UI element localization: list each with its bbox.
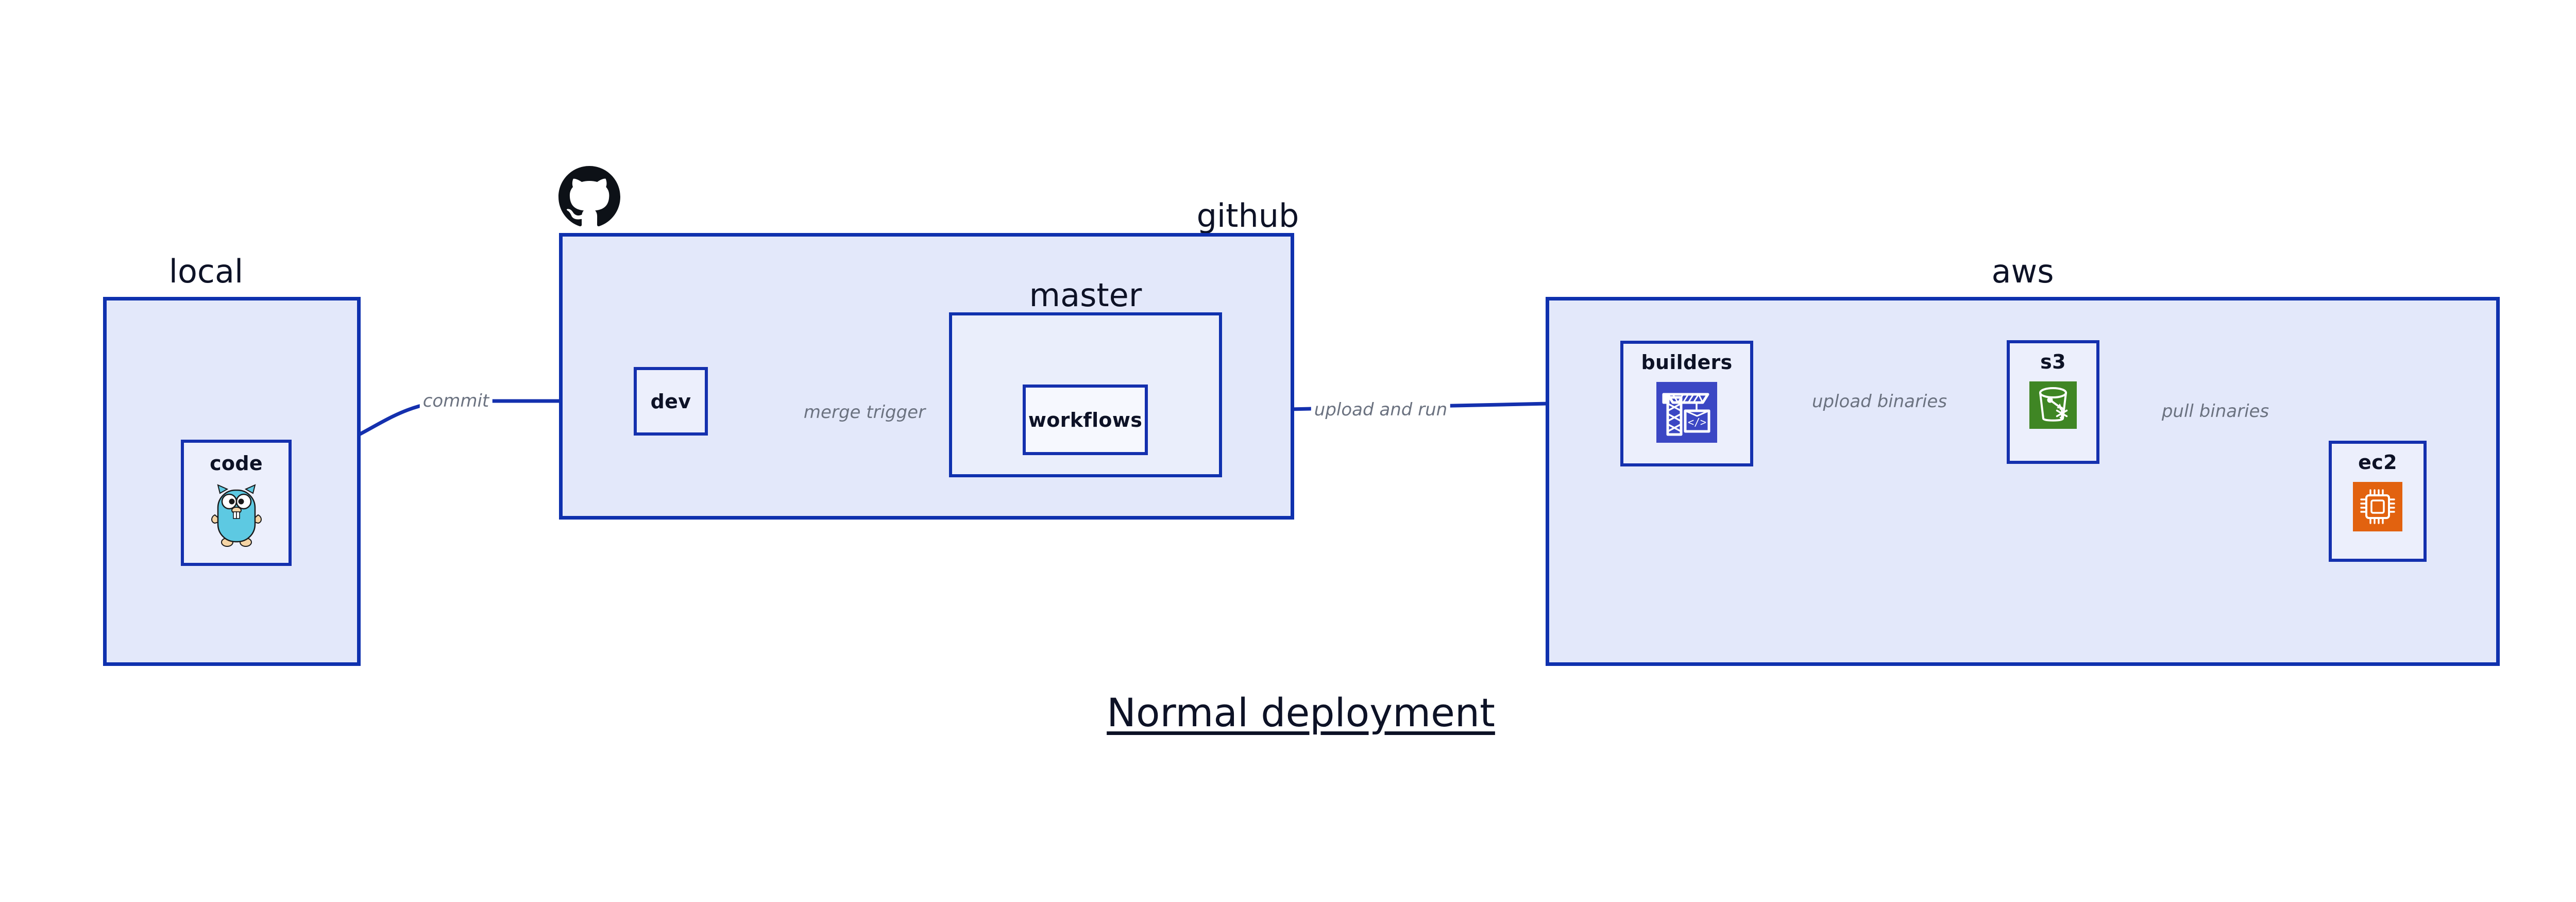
group-label-local: local — [168, 253, 244, 290]
node-builders[interactable]: builders < — [1620, 341, 1753, 466]
node-label-dev: dev — [650, 390, 691, 413]
node-ec2[interactable]: ec2 — [2329, 441, 2427, 562]
svg-text:</>: </> — [1688, 416, 1706, 428]
node-s3[interactable]: s3 — [2007, 340, 2099, 464]
go-gopher-icon — [209, 482, 264, 548]
github-octocat-logo — [558, 166, 621, 228]
aws-ec2-icon — [2353, 482, 2402, 531]
node-label-builders: builders — [1641, 351, 1733, 374]
node-workflows[interactable]: workflows — [1023, 385, 1148, 455]
group-label-aws: aws — [1991, 253, 2054, 290]
node-label-code: code — [210, 452, 263, 475]
group-label-github: github — [1196, 197, 1299, 235]
node-dev[interactable]: dev — [634, 367, 708, 436]
node-label-s3: s3 — [2040, 350, 2066, 373]
edge-label-pull-binaries: pull binaries — [2158, 403, 2273, 420]
edge-label-commit: commit — [419, 392, 493, 410]
group-local: code — [103, 297, 361, 666]
edge-label-merge-trigger: merge trigger — [800, 404, 929, 421]
diagram-title: Normal deployment — [1107, 690, 1495, 736]
edge-label-upload-and-run: upload and run — [1311, 401, 1451, 419]
aws-s3-icon — [2029, 381, 2077, 429]
group-label-master: master — [1029, 276, 1142, 314]
node-label-workflows: workflows — [1028, 408, 1143, 431]
node-label-ec2: ec2 — [2358, 451, 2397, 474]
node-code[interactable]: code — [181, 440, 292, 566]
edge-label-upload-binaries: upload binaries — [1808, 393, 1951, 410]
aws-builders-icon: </> — [1656, 382, 1717, 443]
